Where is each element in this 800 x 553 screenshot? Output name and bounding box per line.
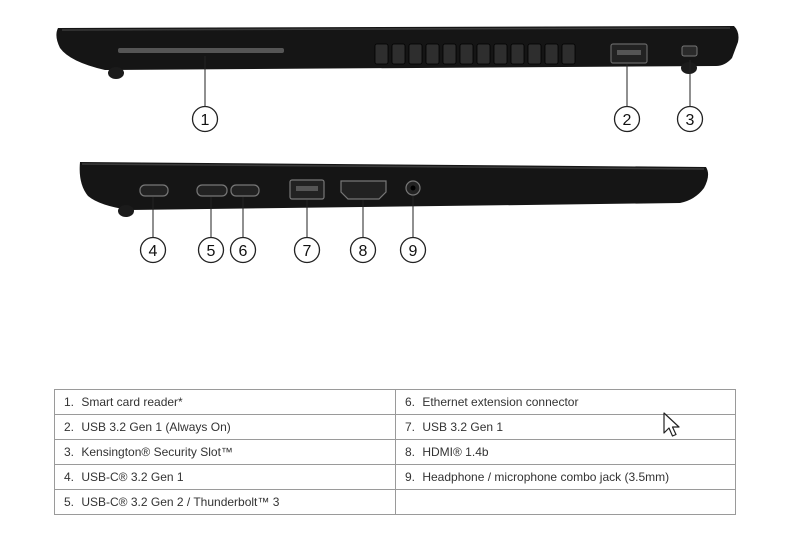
- item-number: 3.: [64, 445, 75, 459]
- item-label: Kensington® Security Slot™: [81, 445, 233, 459]
- item-label: HDMI® 1.4b: [422, 445, 489, 459]
- table-cell: [395, 489, 736, 515]
- thunderbolt-port: [196, 184, 228, 197]
- table-cell: 8. HDMI® 1.4b: [395, 439, 736, 465]
- callout-3: 3: [686, 112, 695, 129]
- table-row: 1. Smart card reader* 6. Ethernet extens…: [54, 389, 736, 415]
- item-number: 8.: [405, 445, 416, 459]
- mouse-cursor-icon: [663, 412, 680, 437]
- callout-7: 7: [303, 243, 312, 260]
- hdmi-port: [340, 180, 387, 200]
- callout-5: 5: [207, 243, 216, 260]
- laptop-left-side-view: [79, 162, 709, 217]
- callout-8: 8: [359, 243, 368, 260]
- callout-2: 2: [623, 112, 632, 129]
- item-number: 7.: [405, 420, 416, 434]
- ports-legend-table: 1. Smart card reader* 6. Ethernet extens…: [54, 389, 736, 515]
- table-cell: 7. USB 3.2 Gen 1: [395, 414, 736, 440]
- table-cell: 9. Headphone / microphone combo jack (3.…: [395, 464, 736, 490]
- item-number: 5.: [64, 495, 75, 509]
- kensington-slot: [681, 45, 698, 57]
- item-number: 9.: [405, 470, 416, 484]
- table-cell: 5. USB-C® 3.2 Gen 2 / Thunderbolt™ 3: [54, 489, 396, 515]
- table-cell: 1. Smart card reader*: [54, 389, 396, 415]
- table-cell: 2. USB 3.2 Gen 1 (Always On): [54, 414, 396, 440]
- ethernet-extension-port: [230, 184, 260, 197]
- table-cell: 4. USB-C® 3.2 Gen 1: [54, 464, 396, 490]
- item-number: 2.: [64, 420, 75, 434]
- callout-9: 9: [409, 243, 418, 260]
- item-number: 1.: [64, 395, 75, 409]
- callout-6: 6: [239, 243, 248, 260]
- item-label: Headphone / microphone combo jack (3.5mm…: [422, 470, 670, 484]
- laptop-ports-diagram: 1 2 3 4 5 6 7 8 9: [56, 26, 739, 264]
- table-row: 5. USB-C® 3.2 Gen 2 / Thunderbolt™ 3: [54, 489, 736, 515]
- table-row: 2. USB 3.2 Gen 1 (Always On) 7. USB 3.2 …: [54, 414, 736, 440]
- table-row: 4. USB-C® 3.2 Gen 1 9. Headphone / micro…: [54, 464, 736, 490]
- item-number: 4.: [64, 470, 75, 484]
- table-row: 3. Kensington® Security Slot™ 8. HDMI® 1…: [54, 439, 736, 465]
- item-label: USB 3.2 Gen 1 (Always On): [81, 420, 231, 434]
- usb-c-port: [139, 184, 169, 197]
- item-label: USB 3.2 Gen 1: [422, 420, 504, 434]
- vent-grille: [374, 43, 576, 65]
- item-label: Ethernet extension connector: [422, 395, 579, 409]
- item-label: Smart card reader*: [81, 395, 183, 409]
- table-cell: 3. Kensington® Security Slot™: [54, 439, 396, 465]
- callout-1: 1: [201, 112, 210, 129]
- smart-card-slot: [118, 48, 284, 53]
- item-label: USB-C® 3.2 Gen 2 / Thunderbolt™ 3: [81, 495, 280, 509]
- laptop-right-side-view: [56, 26, 739, 79]
- table-cell: 6. Ethernet extension connector: [395, 389, 736, 415]
- item-label: USB-C® 3.2 Gen 1: [81, 470, 184, 484]
- callout-4: 4: [149, 243, 158, 260]
- item-number: 6.: [405, 395, 416, 409]
